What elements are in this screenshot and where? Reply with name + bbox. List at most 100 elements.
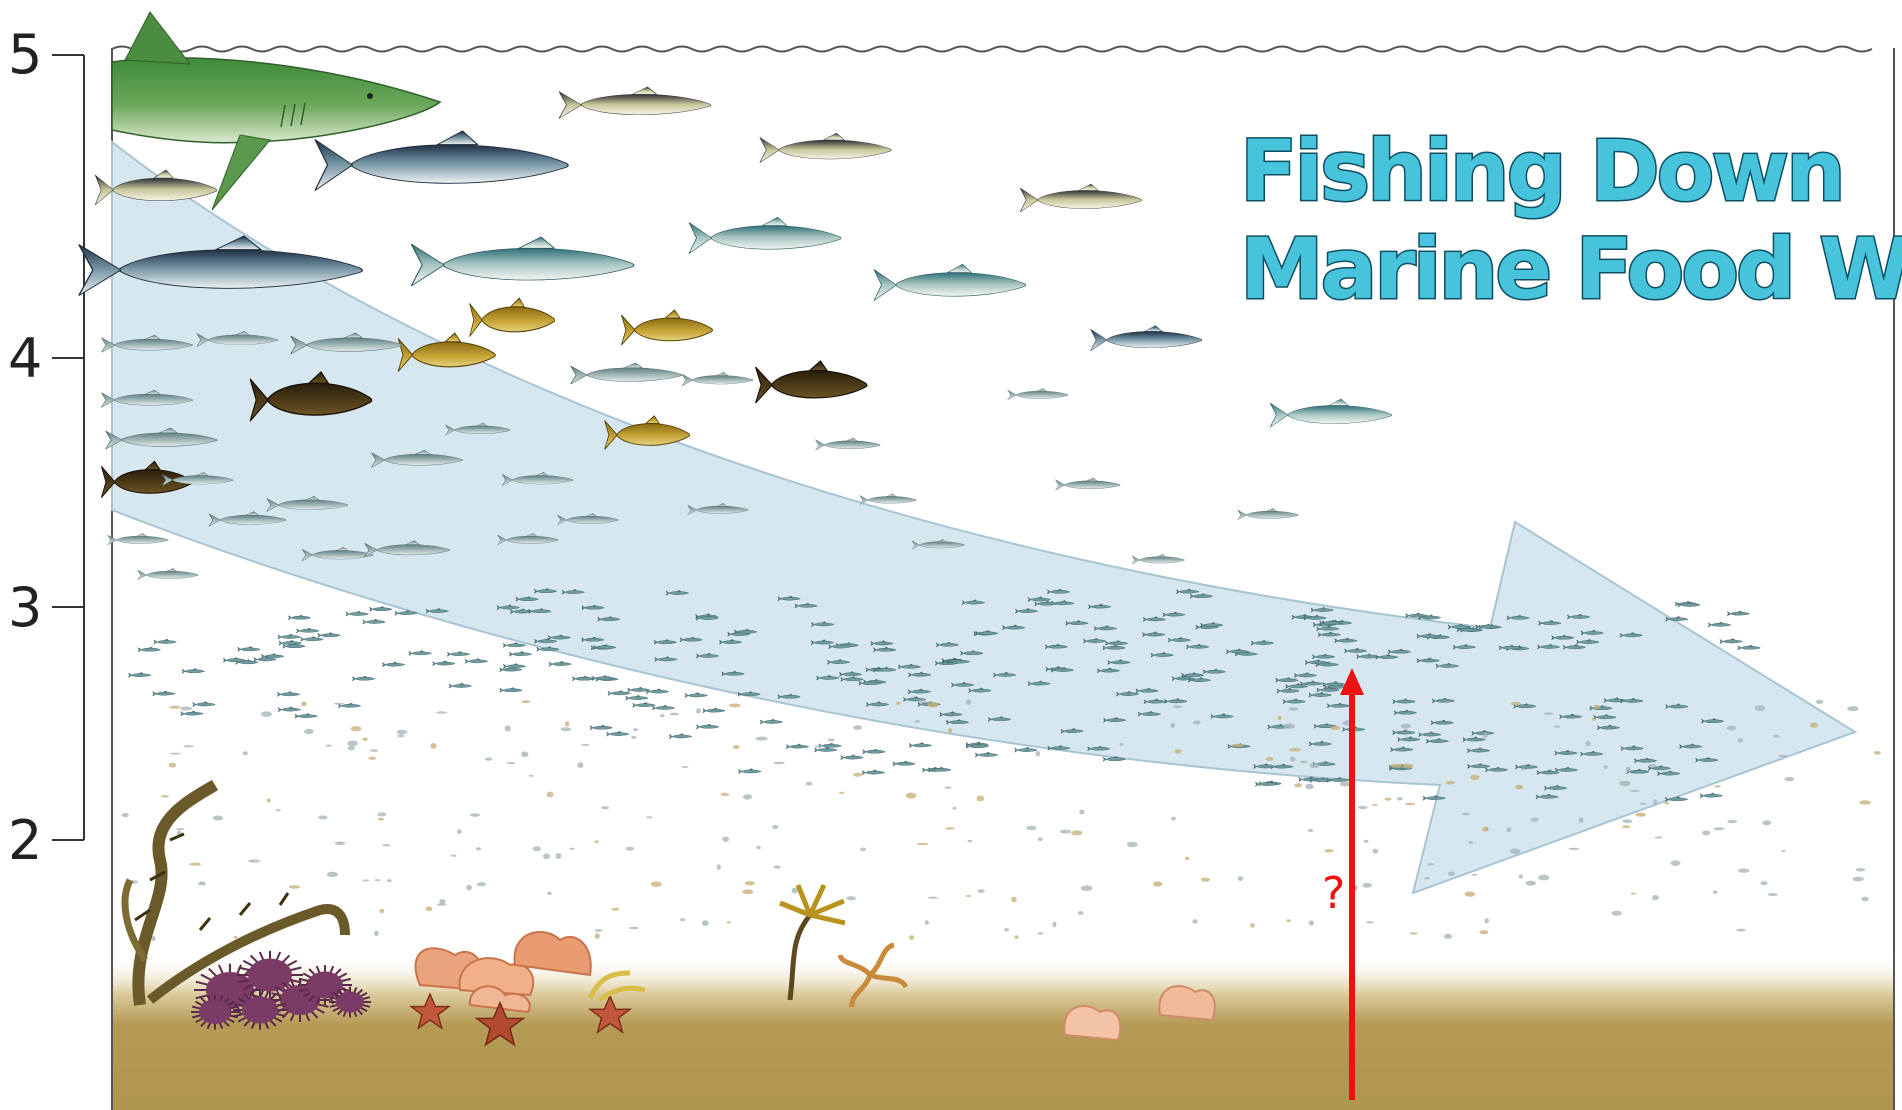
plankton-icon [1309,921,1314,926]
plankton-icon [199,882,205,884]
plankton-icon [1038,837,1043,841]
plankton-icon [451,855,457,857]
plankton-icon [1713,890,1718,894]
plankton-icon [773,865,780,868]
plankton-icon [1653,799,1657,804]
plankton-icon [1266,757,1273,761]
diagram-title: Fishing Down Marine Food Webs [1240,122,1902,318]
plankton-icon [846,896,856,900]
plankton-icon [925,920,929,924]
plankton-icon [651,881,662,887]
plankton-icon [1238,876,1243,881]
plankton-icon [1286,919,1291,922]
plankton-icon [1538,875,1549,881]
plankton-icon [918,700,926,703]
plankton-icon [1738,869,1750,873]
plankton-icon [1004,928,1009,931]
plankton-icon [275,809,280,811]
plankton-icon [1778,755,1788,758]
axis-tick-label: 2 [8,809,42,872]
plankton-icon [1153,881,1163,886]
plankton-icon [1630,790,1640,792]
plankton-icon [1526,881,1536,886]
plankton-icon [1119,743,1123,746]
plankton-icon [170,753,181,755]
plankton-icon [1358,806,1368,809]
plankton-icon [1592,718,1596,721]
plankton-icon [839,792,844,794]
plankton-icon [1446,781,1455,785]
plankton-icon [1308,829,1314,832]
plankton-icon [1290,757,1296,762]
plankton-icon [966,700,971,705]
plankton-icon [1671,860,1681,866]
plankton-icon [1784,777,1794,781]
plankton-icon [1640,803,1647,805]
plankton-icon [1649,764,1656,768]
plankton-icon [1289,707,1299,711]
plankton-icon [529,775,534,777]
plankton-icon [248,859,260,862]
plankton-icon [1626,767,1631,773]
plankton-icon [1702,831,1710,836]
plankton-icon [1738,738,1743,742]
plankton-icon [1768,893,1778,896]
plankton-icon [378,818,384,821]
plankton-icon [977,889,984,893]
plankton-icon [611,908,619,911]
plankton-icon [325,745,332,747]
plankton-icon [1755,705,1766,711]
plankton-icon [476,847,481,850]
plankton-icon [681,766,688,768]
plankton-icon [1853,877,1864,882]
plankton-icon [169,706,180,709]
plankton-icon [234,936,238,939]
plankton-icon [152,936,156,941]
plankton-icon [439,899,445,904]
sponge-icon [1064,1006,1120,1040]
plankton-icon [506,762,516,764]
plankton-icon [301,701,306,706]
plankton-icon [756,846,761,849]
plankton-icon [1185,857,1190,860]
sponge-icon [1159,986,1214,1020]
plankton-icon [318,816,327,820]
plankton-icon [670,713,680,716]
plankton-icon [965,895,971,897]
plankton-icon [896,701,900,705]
plankton-icon [122,813,129,817]
plankton-icon [680,918,686,921]
plankton-icon [569,848,574,850]
plankton-icon [243,751,248,755]
plankton-icon [1011,897,1016,903]
plankton-icon [1810,722,1818,728]
plankton-icon [457,829,462,834]
plankton-icon [382,844,391,846]
plankton-icon [1300,761,1308,764]
plankton-icon [917,843,929,845]
plankton-icon [1250,923,1255,928]
plankton-icon [1331,726,1341,730]
plankton-icon [1175,749,1182,754]
plankton-icon [1427,863,1434,866]
plankton-icon [1402,764,1413,769]
plankton-icon [1405,803,1415,806]
plankton-icon [1201,878,1210,882]
plankton-icon [1635,813,1646,817]
plankton-icon [1038,932,1044,934]
plankton-icon [696,708,701,714]
plankton-icon [1484,918,1489,923]
plankton-icon [1472,874,1478,876]
plankton-icon [1760,881,1767,885]
axis-tick-label: 3 [8,576,42,639]
plankton-icon [397,730,408,735]
plankton-icon [398,734,405,737]
plankton-icon [853,773,862,777]
plankton-icon [1482,733,1487,738]
plankton-icon [945,827,954,829]
plankton-icon [743,794,752,799]
plankton-icon [436,711,447,714]
plankton-icon [1053,922,1057,928]
plankton-icon [1781,850,1785,852]
